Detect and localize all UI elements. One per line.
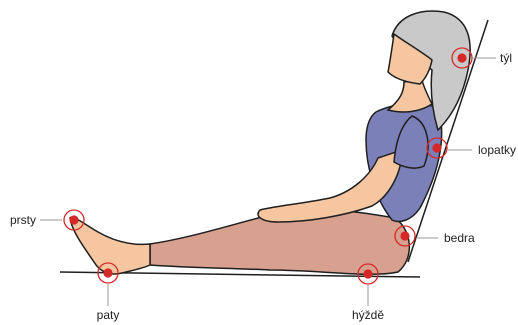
marker-dot-paty xyxy=(103,268,112,277)
neck xyxy=(388,80,432,112)
marker-dot-bedra xyxy=(400,231,409,240)
arm xyxy=(258,150,402,222)
marker-dot-tyl xyxy=(457,53,466,62)
label-paty: paty xyxy=(97,308,120,322)
label-hyzde: hýždě xyxy=(352,308,384,322)
label-bedra: bedra xyxy=(444,231,475,245)
label-lopatky: lopatky xyxy=(478,143,516,157)
label-tyl: týl xyxy=(500,51,512,65)
marker-dot-hyzde xyxy=(363,269,372,278)
marker-dot-lopatky xyxy=(432,143,441,152)
marker-dot-prsty xyxy=(69,215,78,224)
label-prsty: prsty xyxy=(10,213,36,227)
